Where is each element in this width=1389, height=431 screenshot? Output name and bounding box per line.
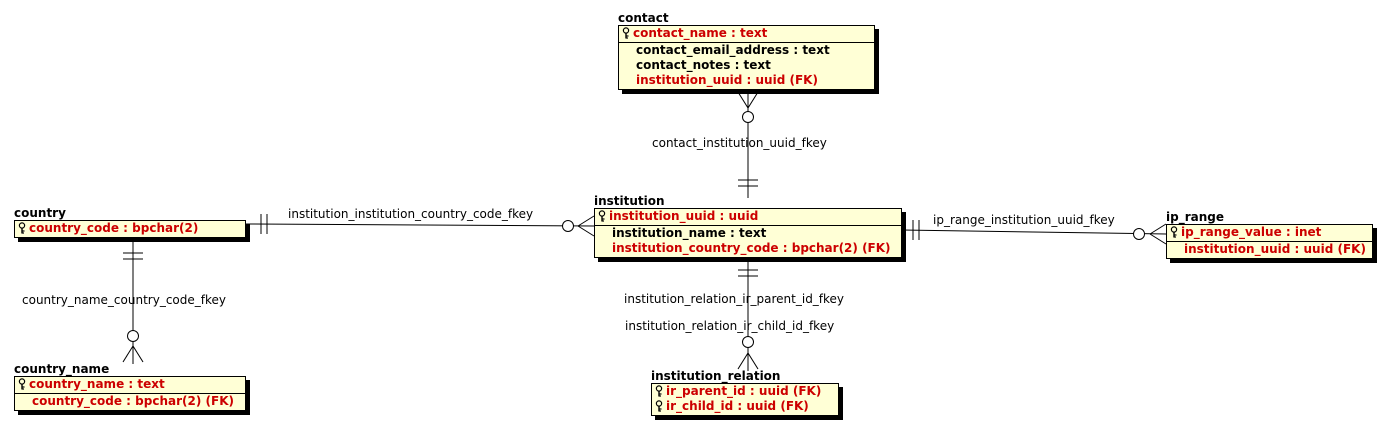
label-iprange-institution-fkey: ip_range_institution_uuid_fkey xyxy=(933,213,1115,227)
label-contact-institution-fkey: contact_institution_uuid_fkey xyxy=(652,136,827,150)
edge-country-countryname xyxy=(122,240,144,364)
key-icon xyxy=(655,385,663,397)
table-institution-relation[interactable]: institution_relation ir_parent_id : uuid… xyxy=(651,369,839,416)
table-title: institution xyxy=(594,194,665,208)
label-institution-country-fkey: institution_institution_country_code_fke… xyxy=(288,207,534,221)
edge-institution-iprange xyxy=(901,220,1167,245)
key-icon xyxy=(622,27,630,39)
table-country-name[interactable]: country_name country_name : text country… xyxy=(14,362,246,411)
table-title: country xyxy=(14,206,66,220)
key-icon xyxy=(1170,226,1178,238)
pk-column: institution_uuid : uuid xyxy=(598,209,897,224)
table-title: country_name xyxy=(14,362,110,376)
fk-column: institution_uuid : uuid (FK) xyxy=(1184,242,1366,256)
table-title: ip_range xyxy=(1166,210,1224,224)
pk-column: contact_name : text xyxy=(622,26,870,41)
edge-country-institution xyxy=(245,214,595,237)
edge-institution-relation xyxy=(737,259,759,371)
fk-column: institution_uuid : uuid (FK) xyxy=(636,73,818,87)
column: contact_email_address : text xyxy=(636,43,830,57)
table-ip-range[interactable]: ip_range ip_range_value : inet instituti… xyxy=(1166,210,1373,259)
pk-column: ip_range_value : inet xyxy=(1170,225,1368,240)
key-icon xyxy=(18,378,26,390)
table-title: institution_relation xyxy=(651,369,781,383)
fk-column: country_code : bpchar(2) (FK) xyxy=(32,394,234,408)
key-icon xyxy=(598,210,606,222)
label-countryname-country-fkey: country_name_country_code_fkey xyxy=(22,293,226,307)
table-title: contact xyxy=(618,11,669,25)
fk-column: institution_country_code : bpchar(2) (FK… xyxy=(612,241,891,255)
column: contact_notes : text xyxy=(636,58,771,72)
pk-column: ir_parent_id : uuid (FK) xyxy=(655,384,834,399)
key-icon xyxy=(655,400,663,412)
label-ir-parent-fkey: institution_relation_ir_parent_id_fkey xyxy=(624,292,845,306)
table-country[interactable]: country country_code : bpchar(2) xyxy=(14,206,246,238)
label-ir-child-fkey: institution_relation_ir_child_id_fkey xyxy=(625,319,835,333)
table-contact[interactable]: contact contact_name : text contact_emai… xyxy=(618,11,875,90)
pk-column: country_name : text xyxy=(18,377,241,392)
table-institution[interactable]: institution institution_uuid : uuid inst… xyxy=(594,194,902,258)
edge-contact-institution xyxy=(737,91,759,198)
pk-column: country_code : bpchar(2) xyxy=(18,221,241,236)
column: institution_name : text xyxy=(612,226,767,240)
key-icon xyxy=(18,222,26,234)
pk-column: ir_child_id : uuid (FK) xyxy=(655,399,834,414)
